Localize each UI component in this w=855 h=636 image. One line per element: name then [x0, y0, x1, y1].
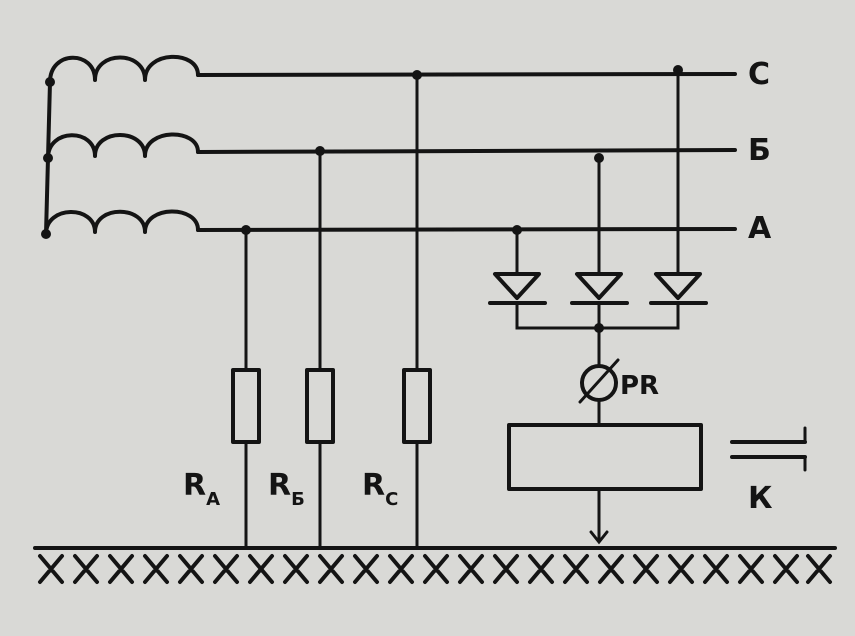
- transformer-windings: [41, 54, 200, 239]
- ground-symbol: [33, 546, 837, 584]
- resistor-label-b: RБ: [268, 468, 305, 510]
- phase-buses: [196, 72, 737, 232]
- arrow-icon: [589, 530, 609, 545]
- diode-rectifier: [488, 65, 708, 368]
- meter-label: PR: [620, 371, 659, 401]
- node: [594, 323, 604, 333]
- bus-a: [196, 227, 737, 232]
- phase-label-a: А: [748, 211, 772, 246]
- diode-a: [493, 272, 541, 300]
- node: [41, 229, 51, 239]
- node: [412, 70, 422, 80]
- bus-c: [196, 72, 737, 77]
- node: [43, 153, 53, 163]
- phase-label-b: Б: [748, 133, 771, 168]
- winding-b: [46, 132, 200, 160]
- winding-a: [44, 209, 200, 236]
- resistor-branches: [231, 70, 432, 550]
- node: [512, 225, 522, 235]
- node: [241, 225, 251, 235]
- node: [45, 77, 55, 87]
- ground-hatching: [38, 554, 832, 584]
- resistor-label-c: RС: [362, 468, 398, 510]
- node: [315, 146, 325, 156]
- resistor-label-a: RА: [183, 468, 220, 510]
- phase-label-c: С: [748, 57, 770, 92]
- diode-c: [654, 272, 702, 300]
- winding-c: [48, 54, 200, 84]
- meter-pr: [578, 358, 620, 427]
- contact-label: К: [748, 481, 773, 516]
- bus-b: [196, 148, 737, 154]
- relay-ground-lead: [589, 487, 609, 545]
- node: [673, 65, 683, 75]
- diode-b: [575, 272, 623, 300]
- meter-diagonal: [578, 358, 620, 404]
- node: [594, 153, 604, 163]
- contact-k-symbol: [730, 426, 807, 472]
- relay-coil: [507, 423, 703, 491]
